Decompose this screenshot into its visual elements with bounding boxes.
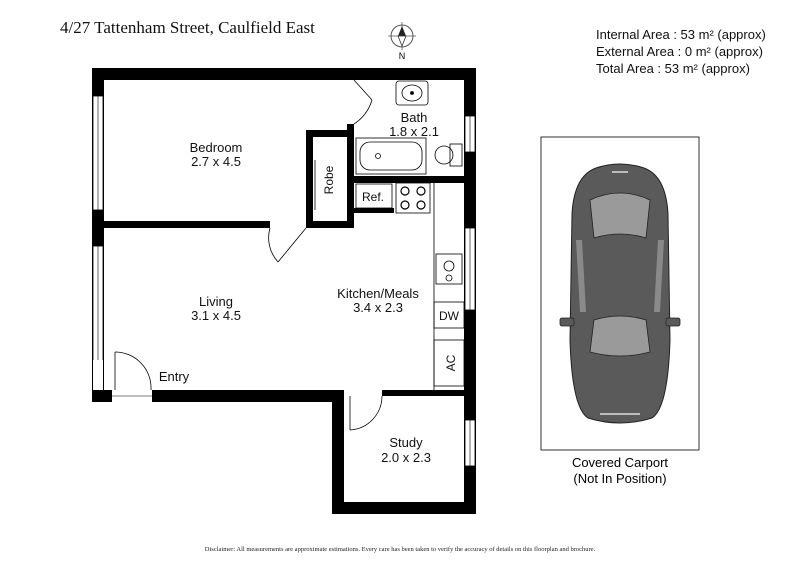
bedroom-label: Bedroom: [190, 140, 243, 155]
bath-door: [353, 79, 373, 125]
property-address: 4/27 Tattenham Street, Caulfield East: [60, 18, 315, 37]
car-icon: [559, 163, 681, 424]
bathtub-icon: [355, 137, 427, 175]
carport-note: (Not In Position): [573, 471, 666, 486]
ref-box: [355, 183, 393, 209]
study-door: [344, 390, 383, 431]
toilet-icon: [434, 143, 463, 167]
room-labels: Bedroom 2.7 x 4.5 Bath 1.8 x 2.1 Robe Re…: [159, 110, 460, 465]
carport-label: Covered Carport: [572, 455, 668, 470]
dw-label: DW: [439, 309, 460, 323]
total-area: Total Area : 53 m² (approx): [596, 61, 750, 76]
disclaimer: Disclaimer: All measurements are approxi…: [204, 546, 596, 553]
bedroom-door: [268, 221, 307, 263]
compass-icon: N: [388, 22, 416, 61]
bedroom-size: 2.7 x 4.5: [191, 154, 241, 169]
windows: [92, 95, 476, 467]
entry-door: [93, 351, 152, 402]
area-summary: Internal Area : 53 m² (approx) External …: [596, 26, 766, 77]
kitchen-bench: [433, 183, 465, 390]
external-area: External Area : 0 m² (approx): [596, 44, 763, 59]
bath-label: Bath: [401, 110, 428, 125]
interior-walls: [104, 80, 464, 228]
robe-label: Robe: [322, 165, 336, 194]
compass-north-label: N: [399, 51, 406, 61]
ac-label: AC: [444, 354, 458, 371]
kitchen-size: 3.4 x 2.3: [353, 300, 403, 315]
bath-size: 1.8 x 2.1: [389, 124, 439, 139]
ref-label: Ref.: [362, 190, 384, 204]
entry-label: Entry: [159, 369, 190, 384]
study-size: 2.0 x 2.3: [381, 450, 431, 465]
kitchen-label: Kitchen/Meals: [337, 286, 419, 301]
living-size: 3.1 x 4.5: [191, 308, 241, 323]
robe-door: [309, 150, 316, 210]
living-label: Living: [199, 294, 233, 309]
study-label: Study: [389, 435, 423, 450]
internal-area: Internal Area : 53 m² (approx): [596, 27, 766, 42]
cooktop-icon: [395, 182, 431, 214]
basin-icon: [395, 80, 429, 106]
carport: Covered Carport (Not In Position): [540, 136, 700, 486]
